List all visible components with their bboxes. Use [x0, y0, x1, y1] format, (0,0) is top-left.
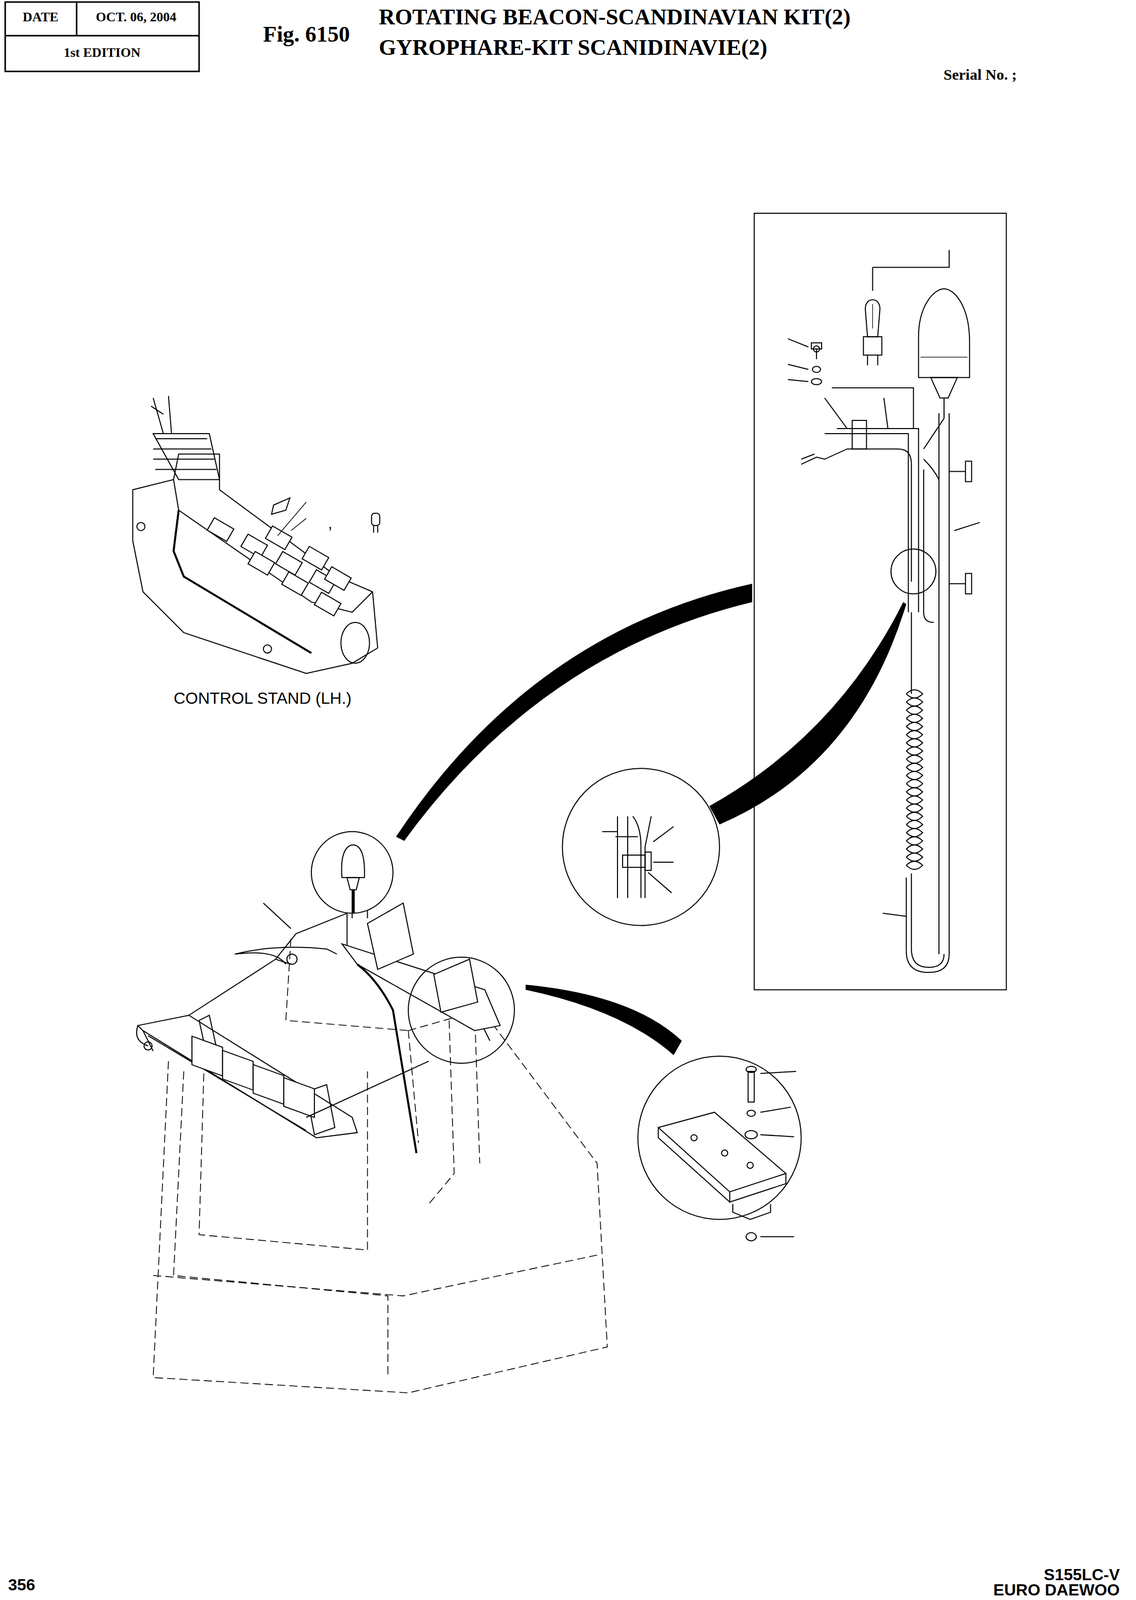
bolt-detail: [562, 768, 720, 926]
figure-title-french: GYROPHARE-KIT SCANIDINAVIE(2): [378, 35, 768, 60]
roof-frame: [136, 887, 501, 1153]
edition-note: 1st EDITION: [63, 45, 141, 61]
page-number: 356: [8, 1576, 36, 1595]
date-value: OCT. 06, 2004: [95, 10, 177, 25]
brand-name: EURO DAEWOO: [993, 1581, 1120, 1600]
beacon-callout: [311, 831, 515, 1064]
date-box: [5, 2, 200, 72]
cab-outline: [153, 938, 608, 1393]
figure-number: Fig. 6150: [263, 22, 350, 47]
beacon-detail-panel: [754, 213, 1006, 990]
date-heading: DATE: [22, 10, 59, 25]
serial-number: Serial No. ;: [943, 66, 1017, 83]
view-caption: CONTROL STAND (LH.): [173, 689, 352, 708]
detail-arc: [396, 583, 907, 1055]
separator-mark: ,: [328, 514, 333, 532]
figure-title: ROTATING BEACON-SCANDINAVIAN KIT(2): [378, 5, 851, 30]
control-stand: [132, 396, 380, 674]
coiled-cable: [906, 612, 950, 973]
bracket-detail: [637, 1056, 802, 1242]
